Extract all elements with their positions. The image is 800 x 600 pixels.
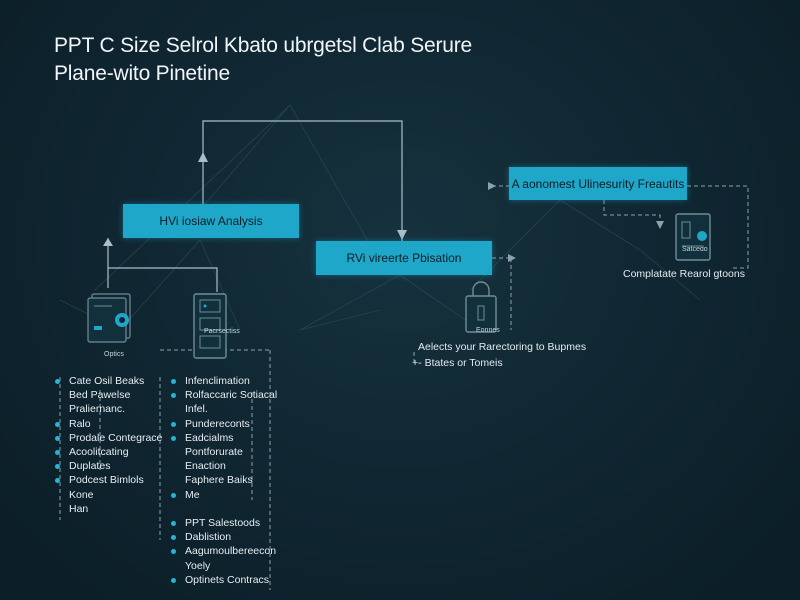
list-item: Podcest Bimlols	[54, 473, 162, 487]
results-caption: Complatate Rearol gtoons	[623, 268, 745, 280]
list-item: Optinets Contracs	[170, 573, 276, 587]
control-panel-icon	[672, 212, 716, 269]
list-item: Aagumoulbereecon	[170, 544, 276, 558]
list-item: Infenclimation	[170, 374, 277, 388]
list-item: Yoely	[185, 559, 211, 572]
list-item: Pundereconts	[170, 417, 277, 431]
list-item: Prodale Contegrace	[54, 431, 162, 445]
list-item: Acoolitcating	[54, 445, 162, 459]
list-item: Dablistion	[170, 530, 276, 544]
publication-caption-text: Btates or Tomeis	[424, 357, 503, 369]
list-item: Me	[170, 488, 277, 502]
list-item: Faphere Baiks	[185, 474, 253, 487]
dashed-connectors	[59, 185, 749, 590]
list-item: Infel.	[185, 403, 208, 416]
list-item: Bed Pawelse	[69, 389, 131, 402]
list-item: Cate Osil Beaks	[54, 374, 162, 388]
analysis-box[interactable]: HVi iosiaw Analysis	[123, 204, 299, 238]
list-item: Kone	[69, 488, 94, 501]
list-item: Pontforurate	[185, 445, 243, 458]
results-box-label: A aonomest Ulinesurity Freautits	[511, 176, 685, 191]
publication-box[interactable]: RVi vireerte Pbisation	[316, 241, 492, 275]
analysis-box-label: HVi iosiaw Analysis	[159, 214, 263, 228]
title-line-2: Plane-wito Pinetine	[54, 62, 230, 85]
list-item: Praliernanc.	[69, 403, 126, 416]
arrowheads	[103, 152, 407, 246]
list-item: Enaction	[185, 460, 226, 473]
document-icon-label: Optics	[104, 351, 124, 358]
list-item: Rolfaccaric Sotiacal	[170, 388, 277, 402]
document-icon	[82, 290, 142, 353]
publication-box-label: RVi vireerte Pbisation	[346, 251, 462, 265]
lock-icon	[462, 280, 502, 341]
server-rack-icon	[190, 292, 234, 367]
publication-caption-line1: Aelects your Rarectoring to Bupmes	[418, 341, 587, 353]
title-line-1: PPT C Size Selrol Kbato ubrgetsl Clab Se…	[54, 34, 473, 57]
server-rack-icon-label: Pacrsectiss	[204, 328, 240, 335]
page-title: PPT C Size Selrol Kbato ubrgetsl Clab Se…	[54, 32, 472, 88]
publication-caption-prefix: +-	[412, 357, 422, 369]
publication-caption-line2: +- Btates or Tomeis	[412, 357, 503, 370]
dashed-arrowheads	[488, 182, 664, 262]
control-panel-icon-label: Satcedo	[682, 246, 708, 253]
list-item: Duplates	[54, 459, 162, 473]
lock-icon-label: Eonnes	[476, 327, 500, 334]
list-item: Eadcialms	[170, 431, 277, 445]
list-item: Ralo	[54, 417, 162, 431]
results-box[interactable]: A aonomest Ulinesurity Freautits	[509, 167, 687, 200]
list-item: PPT Salestoods	[170, 516, 276, 530]
list-item: Han	[69, 502, 89, 515]
